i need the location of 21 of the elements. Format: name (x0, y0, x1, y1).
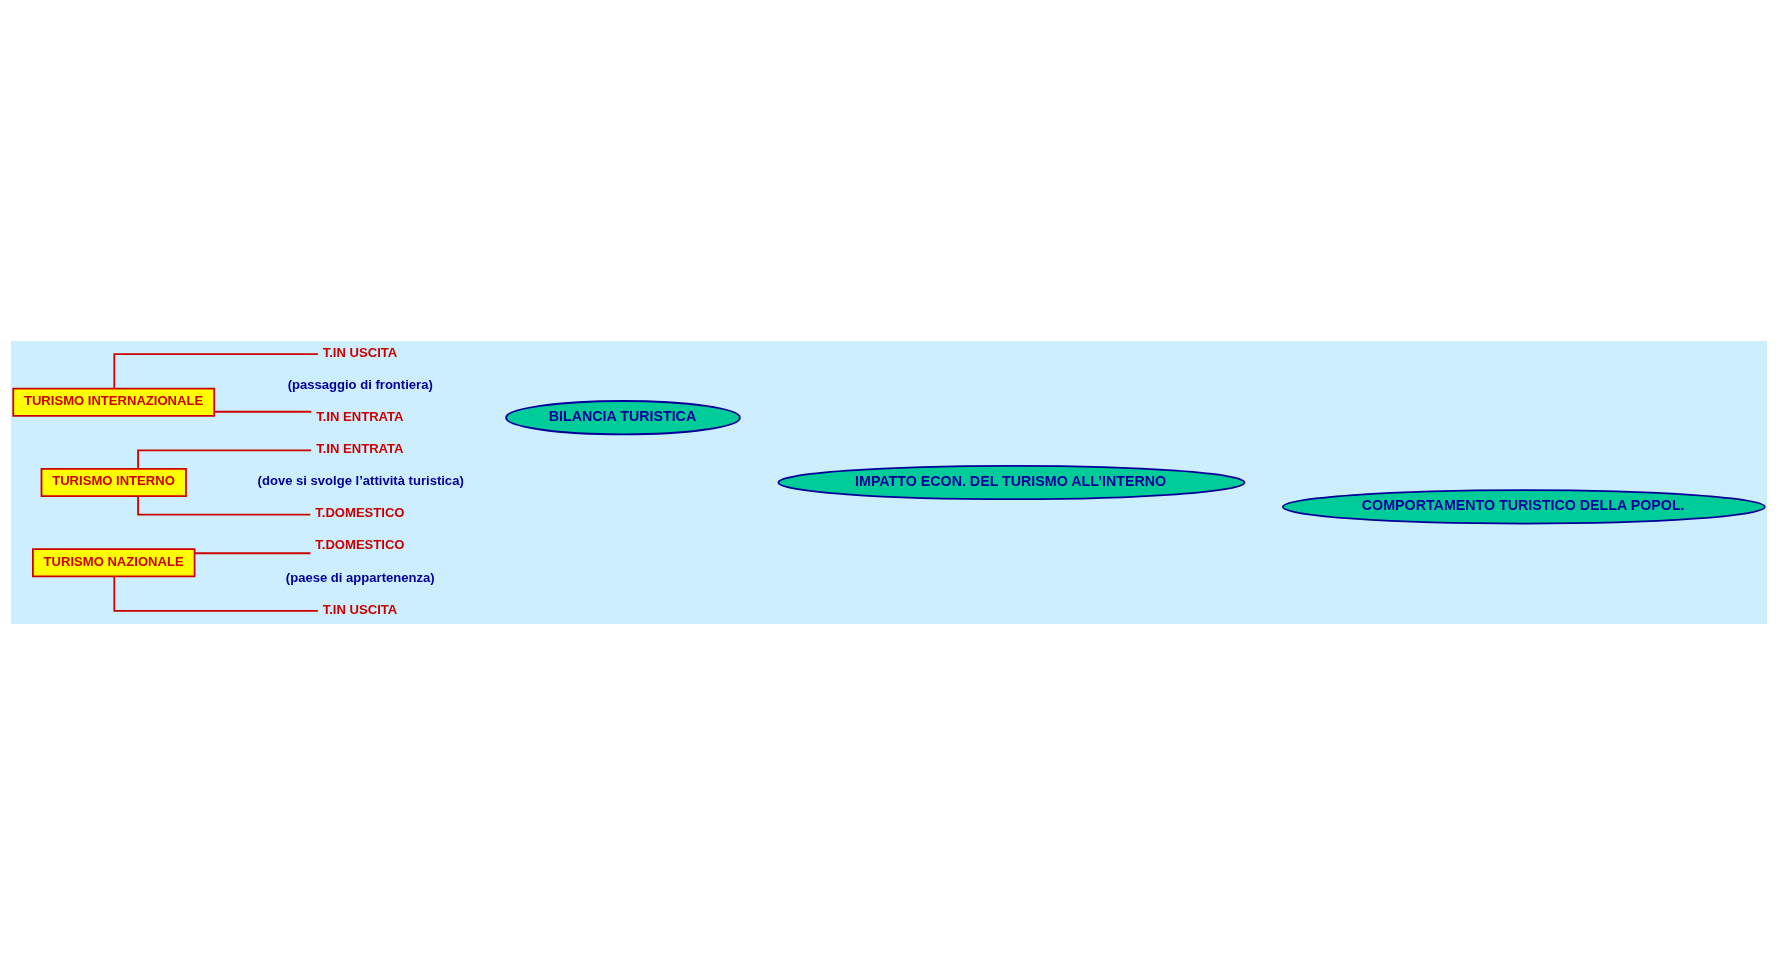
node-text: T.IN USCITA (322, 344, 398, 360)
node-text: T.DOMESTICO (315, 505, 405, 521)
node-text: T.IN ENTRATA (316, 441, 404, 457)
node-text: T.DOMESTICO (315, 537, 405, 553)
connector (113, 575, 319, 612)
label: (paese di appartenenza) (285, 569, 435, 585)
node-box: TURISMO INTERNAZIONALE (12, 387, 216, 417)
node-text: T.IN USCITA (322, 601, 398, 617)
connector (113, 353, 319, 390)
connector (213, 410, 313, 413)
node-ellipse: IMPATTO ECON. DEL TURISMO ALL’INTERNO (777, 464, 1246, 501)
connector (193, 552, 312, 555)
label: (dove si svolge l’attività turistica) (257, 473, 464, 489)
node-box: TURISMO INTERNO (40, 467, 187, 498)
connector (137, 495, 312, 516)
label: (passaggio di frontiera) (287, 376, 433, 392)
node-ellipse: BILANCIA TURISTICA (505, 400, 741, 436)
node-ellipse: COMPORTAMENTO TURISTICO DELLA POPOL. (1281, 489, 1766, 525)
connector (137, 449, 313, 470)
node-box: TURISMO NAZIONALE (31, 548, 196, 578)
node-text: T.IN ENTRATA (316, 409, 404, 425)
